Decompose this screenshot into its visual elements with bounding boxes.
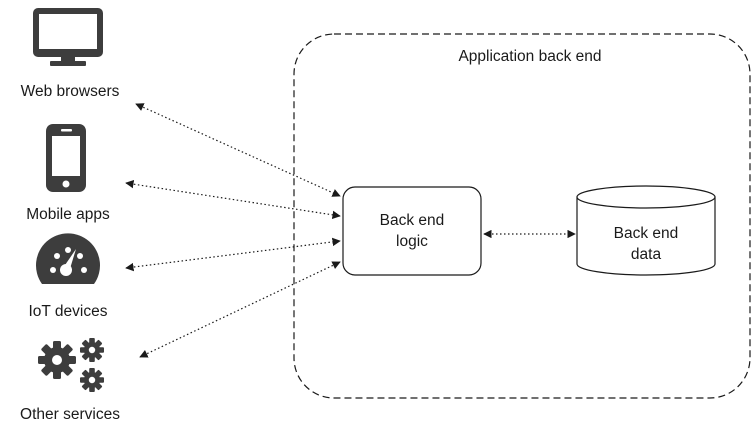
- client-label-other-services: Other services: [20, 406, 120, 423]
- client-label-web-browsers: Web browsers: [21, 83, 120, 100]
- arrow-other-services-to-logic: [139, 261, 341, 358]
- logic-label-line1: Back end: [380, 212, 445, 229]
- client-label-iot-devices: IoT devices: [29, 303, 108, 320]
- gauge-icon: [36, 233, 100, 284]
- monitor-icon: [33, 8, 103, 66]
- data-label-line1: Back end: [614, 225, 679, 242]
- arrow-web-browsers-to-logic: [135, 103, 341, 197]
- arrow-mobile-apps-to-logic: [125, 180, 341, 219]
- client-label-mobile-apps: Mobile apps: [26, 206, 110, 223]
- logic-label-line2: logic: [396, 233, 428, 250]
- gears-icon: [38, 338, 104, 392]
- data-label-line2: data: [631, 246, 662, 263]
- smartphone-icon: [46, 124, 86, 192]
- back-end-data-cylinder: [576, 185, 716, 276]
- arrow-iot-devices-to-logic: [125, 237, 341, 272]
- back-end-logic-node: [342, 186, 482, 276]
- region-title: Application back end: [458, 48, 601, 65]
